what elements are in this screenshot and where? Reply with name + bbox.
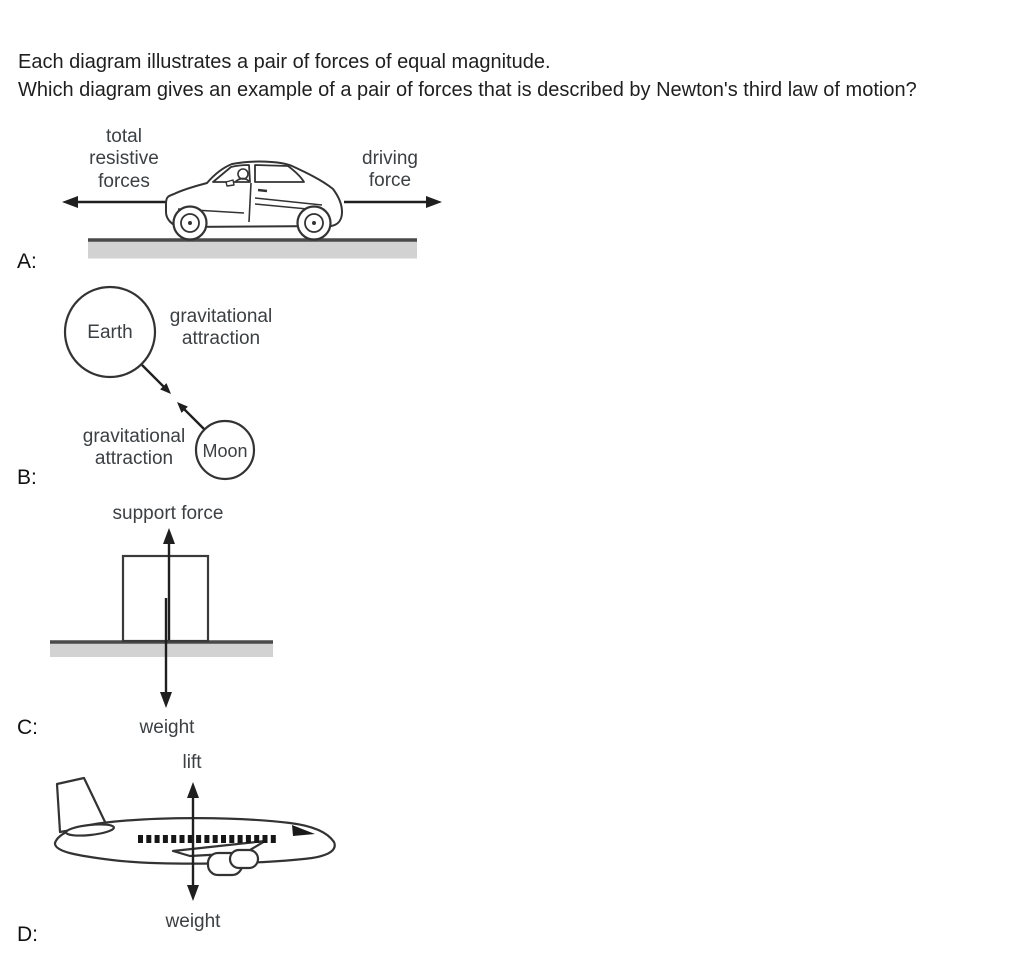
support-force-label: support force [112,503,224,524]
earth-label: Earth [87,322,133,343]
question-line-2: Which diagram gives an example of a pair… [18,79,917,101]
road-surface [88,238,417,259]
left-force-label: total resistive forces [89,126,159,192]
option-letter-a: A: [17,250,37,273]
moon-to-earth-arrow [177,402,205,430]
ground-surface [50,640,273,657]
option-letter-d: D: [17,923,38,946]
earth-circle [63,285,157,379]
gravitational-attraction-label-bottom: gravitational attraction [82,426,186,470]
weight-arrow [160,598,172,708]
airplane-fuselage [53,817,336,865]
weight-arrow-d [187,844,199,901]
car-illustration [62,160,442,259]
earth-to-moon-arrow [141,364,171,394]
gravitational-attraction-label-top: gravitational attraction [169,306,273,350]
option-letter-c: C: [17,716,38,739]
weight-label-d: weight [165,911,221,932]
earth-moon-illustration [63,285,256,481]
car-body [165,160,343,228]
lift-arrow [187,782,199,844]
car-wheels [172,205,332,241]
support-force-arrow [163,528,175,640]
weight-label: weight [139,717,195,738]
question-line-1: Each diagram illustrates a pair of force… [18,51,551,73]
block-illustration [50,528,273,708]
option-letter-b: B: [17,466,37,489]
airplane-illustration [53,776,336,901]
airplane-stabilizer [65,823,115,837]
lift-label: lift [182,752,202,773]
moon-label: Moon [202,441,248,461]
airplane-engine [228,848,260,870]
airplane-nose [292,825,315,836]
moon-circle [194,419,256,481]
left-force-arrow [62,196,168,208]
question-text: Each diagram illustrates a pair of force… [18,48,1018,104]
right-force-label: driving force [362,148,418,192]
right-force-arrow [344,196,442,208]
